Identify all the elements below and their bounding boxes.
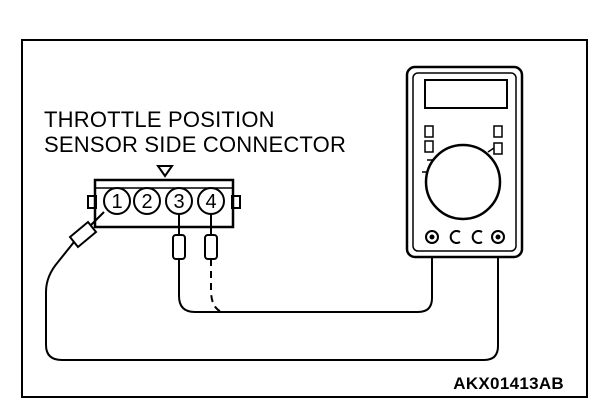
terminal-3-icon <box>471 230 483 244</box>
connector-title-line-1: THROTTLE POSITION <box>44 107 275 132</box>
multimeter <box>405 65 524 259</box>
multimeter-display <box>424 79 508 109</box>
lead-pin-4-dashed <box>210 259 223 313</box>
back-probe-pin-4 <box>204 214 218 260</box>
pin-1-marker-icon <box>156 165 174 178</box>
terminal-2-icon <box>449 230 461 244</box>
pin-1-circle <box>103 187 131 215</box>
pin-2-circle <box>133 187 161 215</box>
back-probe-pin-3 <box>172 214 186 260</box>
range-selector-dial-icon <box>424 143 502 221</box>
pin-2-label: 2 <box>141 191 152 213</box>
pin-1-label: 1 <box>111 191 122 213</box>
throttle-sensor-connector: 1 2 3 4 <box>87 165 241 229</box>
pin-4-label: 4 <box>205 191 216 213</box>
ground-probe <box>68 211 105 249</box>
lead-ground-to-meter <box>45 238 499 361</box>
figure-code: AKX01413AB <box>453 374 564 393</box>
figure-frame <box>21 39 588 398</box>
connector-title-line-2: SENSOR SIDE CONNECTOR <box>44 132 347 157</box>
lead-pin-3-to-meter <box>178 238 433 313</box>
pin-3-label: 3 <box>173 191 184 213</box>
